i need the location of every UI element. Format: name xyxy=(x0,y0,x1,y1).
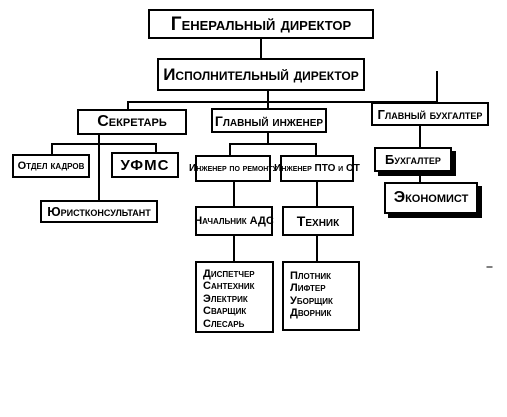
chief-accountant-box: Главный бухгалтер xyxy=(371,102,489,126)
chief-engineer-box: Главный инженер xyxy=(211,108,327,133)
ads-staff-list: Диспетчер Сантехник Электрик Сварщик Сле… xyxy=(195,261,274,333)
repair-engineer-box: Инженер по ремонту xyxy=(189,155,277,182)
list-item: Слесарь xyxy=(203,317,245,330)
list-item: Плотник xyxy=(290,270,332,282)
hr-department-box: Отдел кадров xyxy=(12,154,90,178)
list-item: Диспетчер xyxy=(203,268,255,280)
technician-staff-list: Плотник Лифтер Уборщик Дворник xyxy=(282,261,360,331)
executive-director-box: Исполнительный директор xyxy=(157,58,365,91)
list-item: Уборщик xyxy=(290,294,333,307)
secretary-box: Секретарь xyxy=(77,109,187,135)
legal-counsel-box: Юристконсультант xyxy=(40,200,158,223)
general-director-box: Генеральный директор xyxy=(148,9,374,39)
pto-engineer-box: Инженер ПТО и ОТ xyxy=(274,155,360,182)
list-item: Сантехник xyxy=(203,280,255,293)
technician-box: Техник xyxy=(282,206,354,236)
list-item: Электрик xyxy=(203,292,248,305)
ufms-box: УФМС xyxy=(111,152,179,178)
ads-head-box: Начальник АДС xyxy=(194,206,274,236)
economist-box: Экономист xyxy=(384,182,478,214)
list-item: Сварщик xyxy=(203,305,247,318)
list-item: Лифтер xyxy=(290,282,326,295)
accountant-box: Бухгалтер xyxy=(374,147,452,172)
list-item: Дворник xyxy=(290,307,332,320)
